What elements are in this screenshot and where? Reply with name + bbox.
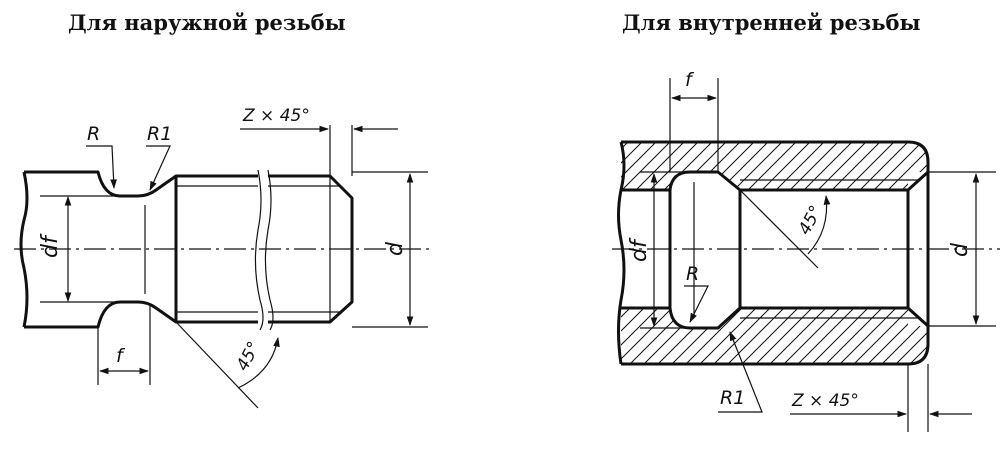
wall-hatch-bottom [621, 308, 928, 364]
label-df-external: df [38, 233, 63, 258]
shaft-outline-bottom [24, 300, 258, 329]
label-d-external: d [383, 241, 408, 256]
middle-break-left [254, 169, 264, 331]
angle-leg-external [175, 321, 259, 409]
label-R1-external: R1 [147, 123, 172, 145]
thread-outline-right [268, 174, 354, 324]
leader-R1-external [146, 145, 171, 191]
label-d-internal: d [948, 242, 973, 257]
shaft-outline-top [24, 170, 258, 198]
label-f-internal: f [685, 69, 695, 91]
label-chamfer-internal: Z × 45° [791, 391, 859, 411]
body-outline [621, 140, 930, 366]
bore-outline-top [668, 170, 930, 192]
bore-outline-bottom [668, 306, 930, 330]
label-chamfer-external: Z × 45° [242, 106, 310, 126]
left-break-line [19, 171, 29, 328]
title-external-thread: Для наружной резьбы [68, 10, 346, 35]
left-break-internal [617, 141, 626, 365]
leader-R-external [86, 145, 117, 189]
angle-arc-internal [807, 195, 831, 255]
wall-hatch-top [621, 142, 928, 190]
bore-edges [621, 188, 670, 310]
external-thread-drawing [14, 125, 430, 409]
leader-R-internal [684, 285, 709, 323]
middle-break-right [264, 169, 274, 331]
angle-arc-external [237, 337, 280, 389]
title-internal-thread: Для внутренней резьбы [622, 10, 921, 35]
label-angle-external: 45° [233, 338, 265, 374]
label-f-external: f [116, 345, 126, 367]
leader-R1-internal [718, 331, 763, 413]
label-df-internal: df [627, 237, 652, 262]
label-R-internal: R [686, 263, 699, 285]
angle-leg-internal [739, 189, 819, 269]
internal-thread-drawing [612, 78, 1000, 432]
label-R1-internal: R1 [720, 387, 745, 409]
label-R-external: R [87, 123, 100, 145]
